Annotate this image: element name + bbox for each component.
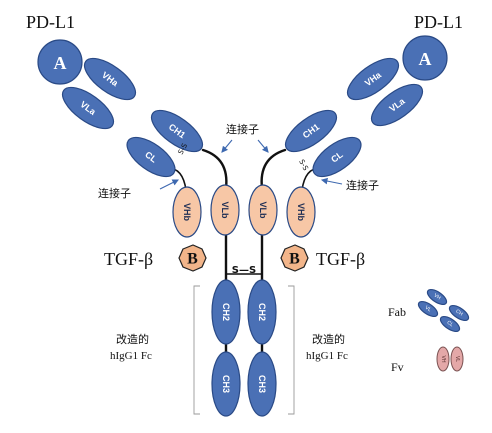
legend-fab-ch-label: CH — [454, 308, 464, 317]
top-linker-label: 连接子 — [226, 123, 259, 136]
left-tgf-beta-label: TGF-β — [104, 249, 153, 269]
right-vha-domain: VHa — [346, 57, 400, 101]
fc-region: S—S CH2 CH2 CH3 CH3 — [211, 265, 277, 417]
left-ch1-domain: CH1 — [150, 109, 204, 153]
right-cl-shape — [312, 136, 362, 178]
right-ch3-shape — [247, 351, 277, 417]
left-ch2-shape — [211, 279, 241, 345]
right-ch2-shape — [247, 279, 277, 345]
right-tgf-beta-label: TGF-β — [316, 249, 365, 269]
legend-fv-label: Fv — [391, 360, 404, 374]
legend-fv-vl-label: VL — [454, 356, 460, 362]
left-target-a: A — [37, 39, 83, 85]
legend-fab-vl-label: VL — [424, 305, 433, 314]
right-vlb-domain: VLb — [248, 184, 278, 236]
right-target-a: A — [402, 35, 448, 81]
right-vha-shape — [346, 57, 400, 101]
left-vla-domain: VLa — [61, 86, 115, 130]
left-fc-label-line1: 改造的 — [116, 332, 149, 346]
right-cl-domain: CL — [312, 136, 362, 178]
left-vlb-domain: VLb — [210, 184, 240, 236]
right-vlb-shape — [248, 184, 278, 236]
legend-fv-vh: VH — [436, 346, 450, 372]
right-vlb-label: VLb — [258, 202, 268, 220]
right-linker-arrow — [320, 177, 343, 185]
left-fab-arm: A VHa VLa CH1 CL S-S VHb VLb — [37, 39, 240, 238]
legend-fab-label: Fab — [388, 305, 406, 319]
left-ch1-shape — [150, 109, 204, 153]
left-vha-domain: VHa — [83, 57, 137, 101]
legend-fv-vl: VL — [450, 346, 464, 372]
left-vhb-domain: VHb — [172, 186, 202, 238]
right-a-circle — [402, 35, 448, 81]
left-fc-bracket — [193, 285, 200, 415]
right-pd-l1-label: PD-L1 — [414, 12, 463, 32]
left-hinge-line — [201, 148, 228, 190]
legend-fv-vl-shape — [450, 346, 464, 372]
right-ch1-domain: CH1 — [284, 109, 338, 153]
left-vha-shape — [83, 57, 137, 101]
right-fc-bracket — [288, 285, 295, 415]
right-fab-arm: A VHa VLa CH1 CL S-S VHb VLb — [248, 35, 448, 238]
legend-fab-icon: VH VL CH CL — [417, 288, 470, 333]
left-ch3-domain: CH3 — [211, 351, 241, 417]
left-fc-label-line2: hIgG1 Fc — [110, 350, 152, 362]
legend-fv-vh-shape — [436, 346, 450, 372]
right-vhb-shape — [286, 186, 316, 238]
hinge-disulfide-label: S—S — [232, 265, 256, 276]
right-vhb-domain: VHb — [286, 186, 316, 238]
left-vhb-label: VHb — [182, 203, 192, 222]
left-ch2-label: CH2 — [221, 303, 231, 321]
left-b-marker: B — [178, 244, 207, 272]
legend-fab-cl-label: CL — [446, 320, 455, 329]
legend-fab-vh-label: VH — [432, 293, 441, 302]
right-ch3-label: CH3 — [257, 375, 267, 393]
right-hinge-line — [260, 148, 287, 190]
right-ch1-shape — [284, 109, 338, 153]
right-b-octagon — [280, 244, 309, 272]
left-cl-shape — [126, 136, 176, 178]
legend: Fab VH VL CH CL Fv VH — [388, 288, 470, 374]
right-vla-domain: VLa — [370, 83, 424, 127]
left-a-letter: A — [54, 53, 67, 73]
right-ch2-label: CH2 — [257, 303, 267, 321]
top-linker-arrow-left — [221, 139, 233, 153]
right-linker-label: 连接子 — [346, 179, 379, 192]
left-a-circle — [37, 39, 83, 85]
right-vla-shape — [370, 83, 424, 127]
left-b-letter: B — [187, 251, 198, 268]
left-vhb-shape — [172, 186, 202, 238]
left-vlb-label: VLb — [220, 202, 230, 220]
right-b-letter: B — [289, 251, 300, 268]
legend-fv-vh-label: VH — [440, 356, 446, 363]
right-cl-disulfide: S-S — [297, 158, 310, 172]
right-ch3-domain: CH3 — [247, 351, 277, 417]
left-pd-l1-label: PD-L1 — [26, 12, 75, 32]
right-ch2-domain: CH2 — [247, 279, 277, 345]
right-fc-label-line2: hIgG1 Fc — [306, 350, 348, 362]
right-vhb-label: VHb — [296, 203, 306, 222]
legend-fv-icon: VH VL — [436, 346, 464, 372]
top-linker-arrow-right — [257, 139, 269, 153]
left-b-octagon — [178, 244, 207, 272]
left-linker-label: 连接子 — [98, 187, 131, 200]
left-ch3-label: CH3 — [221, 375, 231, 393]
left-vlb-shape — [210, 184, 240, 236]
left-cl-domain: CL — [126, 136, 176, 178]
right-a-letter: A — [419, 49, 432, 69]
left-linker-arrow — [159, 179, 179, 190]
right-fc-label-line1: 改造的 — [312, 332, 345, 346]
left-ch2-domain: CH2 — [211, 279, 241, 345]
left-vla-shape — [61, 86, 115, 130]
right-b-marker: B — [280, 244, 309, 272]
left-ch3-shape — [211, 351, 241, 417]
